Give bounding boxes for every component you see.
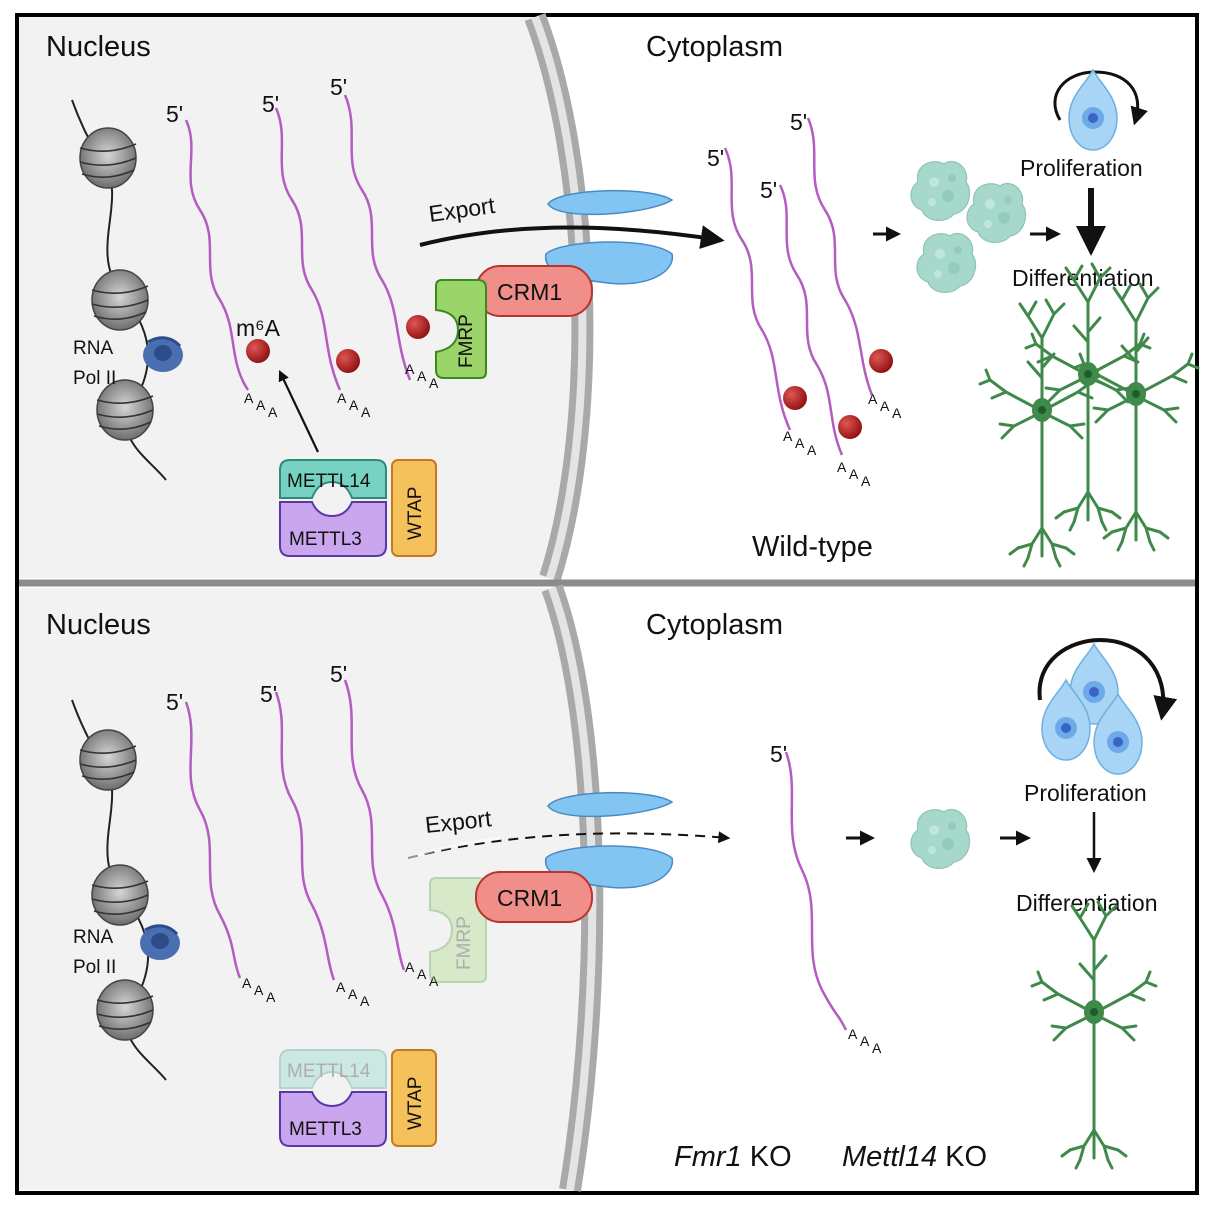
five-prime-label: 5ʹ <box>260 681 277 707</box>
rna-pol-label: Pol II <box>73 368 116 389</box>
bottom-panel: Nucleus Cytoplasm RNA Pol II 5ʹ 5ʹ 5ʹ A … <box>19 584 1178 1192</box>
five-prime-label: 5ʹ <box>770 741 787 767</box>
svg-text:A: A <box>848 1026 858 1042</box>
fmrp-protein: FMRP <box>435 279 487 379</box>
proliferation-label: Proliferation <box>1024 780 1147 806</box>
proliferation-label: Proliferation <box>1020 155 1143 181</box>
svg-text:A: A <box>880 398 890 414</box>
rna-pol-label: RNA <box>73 338 113 359</box>
svg-text:A: A <box>254 982 264 998</box>
nucleus-label: Nucleus <box>46 609 151 641</box>
polya-tail: A A A A A A A A A <box>244 361 439 420</box>
mrna-strand <box>184 679 406 981</box>
svg-text:CRM1: CRM1 <box>497 885 562 911</box>
svg-text:A: A <box>360 993 370 1009</box>
five-prime-label: 5ʹ <box>330 661 347 687</box>
methylation-arrow <box>278 370 319 453</box>
cytoplasm-label: Cytoplasm <box>646 609 783 641</box>
svg-text:METTL14: METTL14 <box>287 471 371 492</box>
svg-text:WTAP: WTAP <box>405 1077 426 1130</box>
polya-tail: A A A A A A A A A <box>783 391 902 489</box>
svg-text:A: A <box>256 397 266 413</box>
wtap-protein: WTAP <box>391 459 437 557</box>
condition-label: Fmr1 KO <box>674 1141 792 1173</box>
mettl14-protein: METTL14 <box>279 459 387 499</box>
svg-text:A: A <box>429 375 439 391</box>
svg-text:A: A <box>860 1033 870 1049</box>
svg-text:A: A <box>361 404 371 420</box>
rna-polymerase-icon <box>140 924 180 960</box>
svg-text:A: A <box>837 459 847 475</box>
mrna-strand <box>723 117 874 456</box>
top-panel: Nucleus Cytoplasm RNA Pol II 5ʹ 5ʹ 5ʹ <box>19 13 1200 582</box>
chromatin <box>71 99 167 481</box>
mettl3-protein: METTL3 <box>279 1091 387 1147</box>
five-prime-label: 5ʹ <box>166 689 183 715</box>
crm1-protein: CRM1 <box>475 265 593 317</box>
svg-text:A: A <box>417 368 427 384</box>
svg-text:FMRP: FMRP <box>454 916 475 970</box>
condition-label: Wild-type <box>752 531 873 563</box>
svg-text:METTL3: METTL3 <box>289 1119 362 1140</box>
svg-text:A: A <box>336 979 346 995</box>
chromatin <box>71 699 167 1081</box>
rna-pol-label: Pol II <box>73 957 116 978</box>
rna-polymerase-icon <box>143 336 183 372</box>
crm1-protein: CRM1 <box>475 871 593 923</box>
svg-text:METTL14: METTL14 <box>287 1061 371 1082</box>
m6a-mark <box>246 315 430 373</box>
svg-text:A: A <box>849 466 859 482</box>
svg-text:A: A <box>807 442 817 458</box>
svg-text:A: A <box>405 361 415 377</box>
svg-text:A: A <box>266 989 276 1005</box>
polya-tail: A A A A A A A A A <box>242 959 439 1009</box>
svg-text:WTAP: WTAP <box>405 487 426 540</box>
svg-text:METTL3: METTL3 <box>289 529 362 550</box>
nucleus-region <box>19 17 583 578</box>
svg-text:A: A <box>268 404 278 420</box>
polya-tail: A A A <box>848 1026 882 1056</box>
m6a-label: m⁶A <box>236 315 281 341</box>
condition-label: Mettl14 KO <box>842 1141 987 1173</box>
five-prime-label: 5ʹ <box>760 177 777 203</box>
svg-text:A: A <box>783 428 793 444</box>
mettl3-protein: METTL3 <box>279 501 387 557</box>
svg-text:A: A <box>872 1040 882 1056</box>
svg-text:FMRP: FMRP <box>456 314 477 368</box>
rna-pol-label: RNA <box>73 927 113 948</box>
svg-text:A: A <box>417 966 427 982</box>
five-prime-label: 5ʹ <box>166 101 183 127</box>
five-prime-label: 5ʹ <box>707 145 724 171</box>
five-prime-label: 5ʹ <box>330 74 347 100</box>
five-prime-label: 5ʹ <box>262 91 279 117</box>
svg-text:A: A <box>405 959 415 975</box>
mrna-strand <box>184 94 412 391</box>
wtap-protein: WTAP <box>391 1049 437 1147</box>
svg-text:A: A <box>348 986 358 1002</box>
svg-text:A: A <box>429 973 439 989</box>
mettl14-protein-faded: METTL14 <box>279 1049 387 1089</box>
svg-text:A: A <box>892 405 902 421</box>
differentiation-label: Differentiation <box>1012 265 1154 291</box>
nucleus-label: Nucleus <box>46 31 151 63</box>
svg-text:A: A <box>349 397 359 413</box>
mrna-strand <box>784 751 848 1031</box>
fmrp-protein-faded: FMRP <box>429 877 487 983</box>
five-prime-label: 5ʹ <box>790 109 807 135</box>
svg-text:A: A <box>337 390 347 406</box>
svg-text:A: A <box>244 390 254 406</box>
export-arrow <box>419 225 725 250</box>
svg-text:A: A <box>861 473 871 489</box>
differentiation-label: Differentiation <box>1016 890 1158 916</box>
svg-text:A: A <box>242 975 252 991</box>
m6a-mark <box>783 349 893 439</box>
svg-text:CRM1: CRM1 <box>497 279 562 305</box>
svg-text:A: A <box>795 435 805 451</box>
cytoplasm-label: Cytoplasm <box>646 31 783 63</box>
svg-text:A: A <box>868 391 878 407</box>
cycle-arrow <box>1037 637 1178 721</box>
